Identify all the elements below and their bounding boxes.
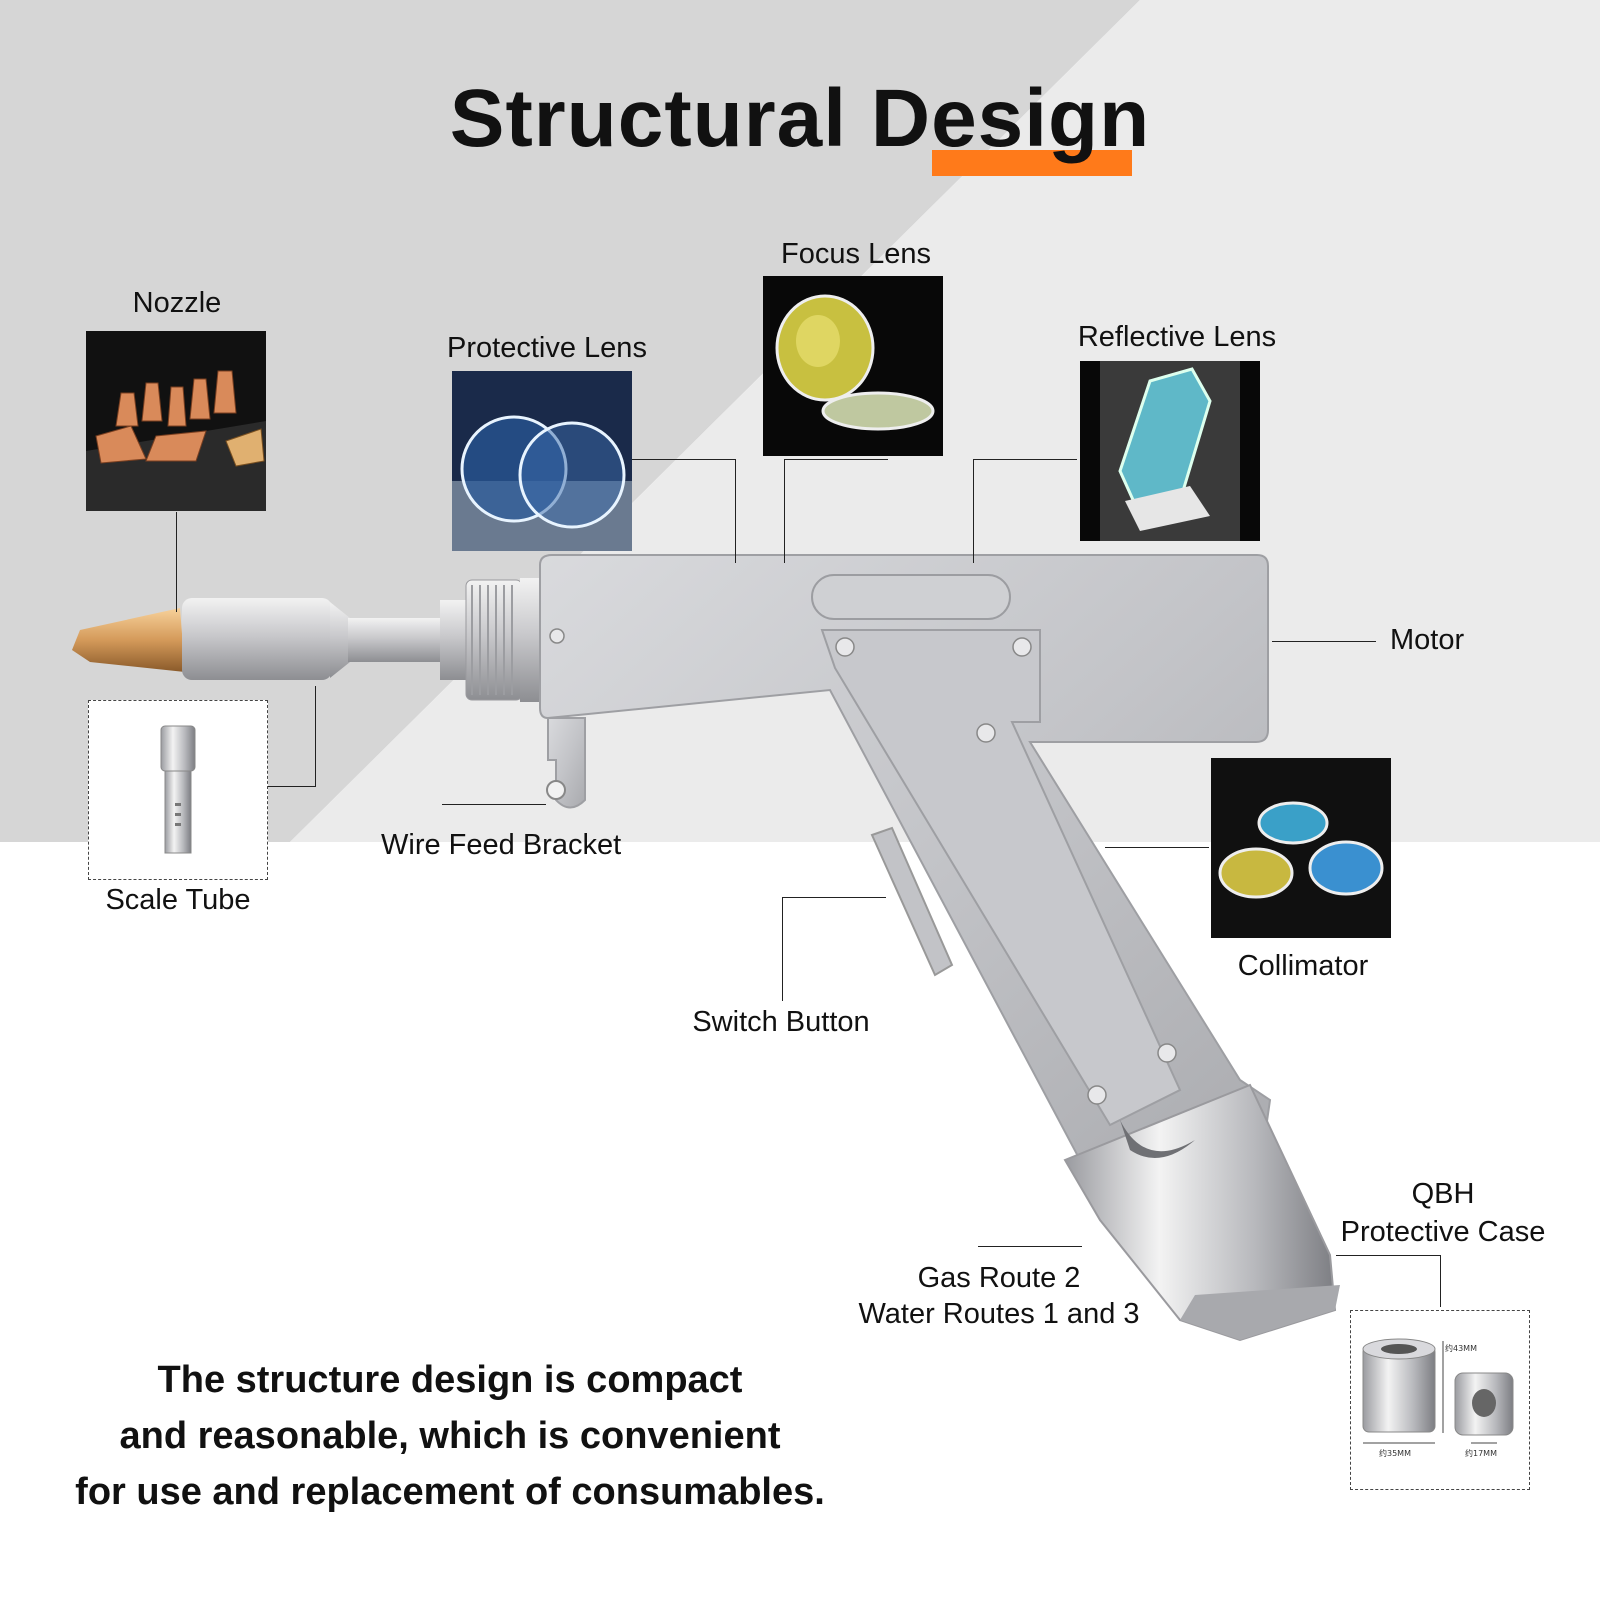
title-underline	[932, 150, 1132, 176]
leader-collimator	[1105, 847, 1209, 848]
protective-lens-label: Protective Lens	[447, 332, 647, 364]
qbh-protective-case-photo: 约43MM 约35MM 约17MM	[1350, 1310, 1530, 1490]
qbh-dim-height: 约43MM	[1445, 1343, 1477, 1353]
qbh-label-line2: Protective Case	[1340, 1216, 1546, 1248]
gas-water-label: Gas Route 2 Water Routes 1 and 3	[858, 1260, 1139, 1332]
leader-qbh-h	[1336, 1255, 1440, 1256]
leader-nozzle	[176, 512, 177, 612]
description-line2: and reasonable, which is convenient	[119, 1415, 781, 1457]
leader-scale-tube-h	[268, 786, 316, 787]
leader-focus-lens-v	[784, 459, 785, 563]
gun-body	[539, 554, 1340, 1342]
reflective-lens-photo	[1080, 361, 1260, 541]
gas-route-text: Gas Route 2	[917, 1262, 1081, 1294]
qbh-label: QBH Protective Case	[1341, 1175, 1546, 1251]
leader-protective-lens-v	[735, 459, 736, 563]
motor-label: Motor	[1390, 624, 1465, 656]
protective-lens-photo	[452, 371, 632, 551]
leader-scale-tube-v	[315, 686, 316, 786]
reflective-lens-label: Reflective Lens	[1077, 321, 1277, 353]
nozzle-tip	[72, 578, 544, 702]
focus-lens-photo	[763, 276, 943, 456]
description: The structure design is compact and reas…	[40, 1352, 860, 1520]
leader-switch-h	[782, 897, 886, 898]
qbh-dim-width: 约35MM	[1379, 1448, 1411, 1458]
collimator-photo	[1211, 758, 1391, 938]
leader-protective-lens-h	[632, 459, 736, 460]
leader-gas-water	[978, 1246, 1082, 1247]
leader-wire-feed-bracket	[442, 804, 546, 805]
switch-button-label: Switch Button	[692, 1006, 870, 1038]
leader-reflective-lens-h	[973, 459, 1077, 460]
wire-feed-bracket-label: Wire Feed Bracket	[381, 829, 622, 861]
leader-motor	[1272, 641, 1376, 642]
leader-switch-v	[782, 897, 783, 1001]
leader-reflective-lens-v	[973, 459, 974, 563]
collimator-label: Collimator	[1237, 950, 1369, 982]
page-title: Structural Design	[449, 73, 1151, 164]
description-line3: for use and replacement of consumables.	[75, 1471, 825, 1513]
description-line1: The structure design is compact	[157, 1359, 743, 1401]
leader-focus-lens-h	[784, 459, 888, 460]
nozzle-label: Nozzle	[132, 287, 222, 319]
scale-tube-label: Scale Tube	[105, 884, 251, 916]
qbh-dim-small: 约17MM	[1465, 1448, 1497, 1458]
water-routes-text: Water Routes 1 and 3	[858, 1298, 1140, 1330]
focus-lens-label: Focus Lens	[781, 238, 931, 270]
scale-tube-photo	[88, 700, 268, 880]
nozzle-photo	[86, 331, 266, 511]
qbh-label-line1: QBH	[1411, 1178, 1475, 1210]
leader-qbh-v	[1440, 1255, 1441, 1307]
